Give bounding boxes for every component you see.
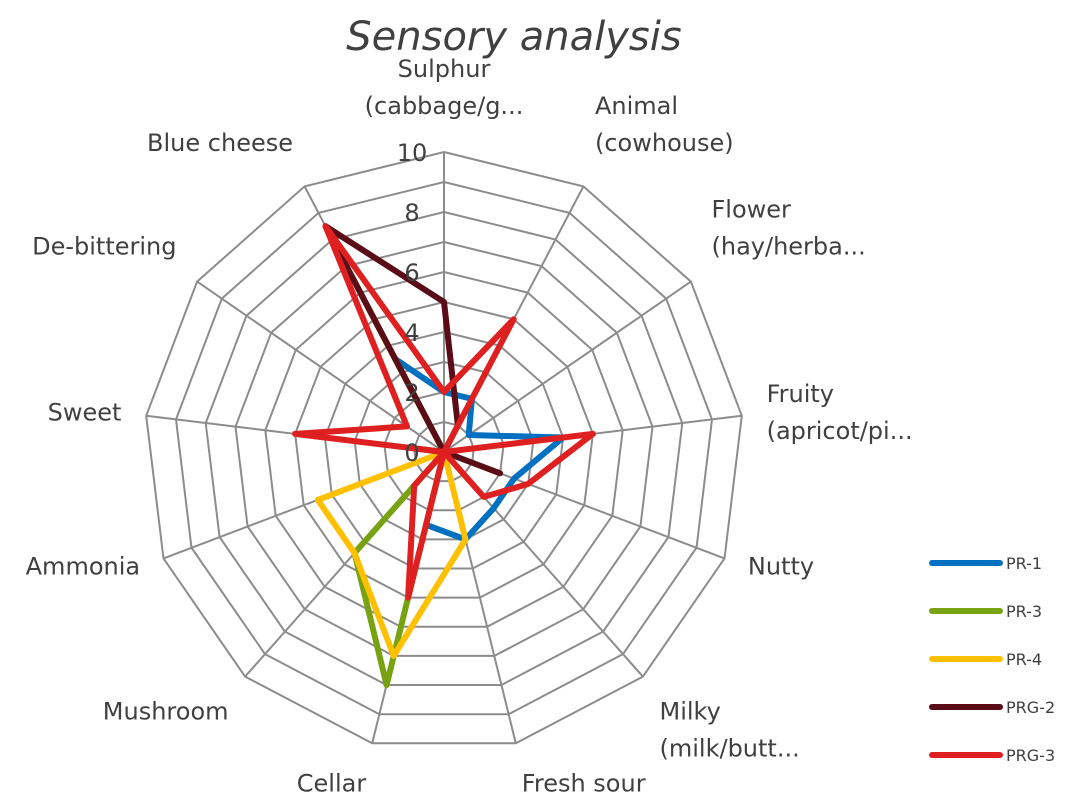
tick-labels: 0 2 4 6 8 10 xyxy=(397,139,428,467)
radial-tick-label: 10 xyxy=(397,139,428,167)
axis-labels: Sulphur (cabbage/g... Animal (cowhouse) Flow… xyxy=(26,55,913,798)
legend-label-prg-2: PRG-2 xyxy=(1006,698,1055,717)
grid-ring xyxy=(234,240,654,657)
axis-label: (apricot/pi... xyxy=(767,417,913,445)
grid-ring xyxy=(174,180,714,716)
series-pr-3-line xyxy=(343,263,447,688)
legend-label-prg-3: PRG-3 xyxy=(1006,746,1055,765)
grid-ring xyxy=(383,390,505,512)
axis-label: Flower xyxy=(712,195,792,223)
axis-label: De-bittering xyxy=(32,232,176,260)
axis-label: (hay/herba... xyxy=(712,232,866,260)
grid-ring xyxy=(145,150,743,745)
axis-label: Fruity xyxy=(767,380,834,408)
series-prg-3-line xyxy=(292,223,596,601)
chart-title: Sensory analysis xyxy=(346,14,681,60)
radial-tick-label: 8 xyxy=(404,199,419,227)
axis-label: Sulphur xyxy=(398,55,491,83)
radial-tick-label: 2 xyxy=(404,379,419,407)
axis-label: Cellar xyxy=(297,770,367,798)
axis-label: Sweet xyxy=(48,398,122,426)
axis-label: Ammonia xyxy=(26,553,140,581)
radial-tick-label: 4 xyxy=(404,319,419,347)
radial-tick-label: 0 xyxy=(404,439,419,467)
axis-label: Mushroom xyxy=(103,697,229,725)
axis-label: Nutty xyxy=(748,553,814,581)
axis-label: (milk/butt... xyxy=(660,734,800,762)
grid-ring xyxy=(264,270,624,628)
axis-label: (cowhouse) xyxy=(595,129,734,157)
grid-ring xyxy=(323,330,565,570)
radial-tick-label: 6 xyxy=(404,259,419,287)
legend-label-pr-4: PR-4 xyxy=(1006,650,1042,669)
grid-ring xyxy=(353,360,535,541)
axis-label: Animal xyxy=(595,92,678,120)
axis-label: (cabbage/g... xyxy=(365,92,524,120)
grid-ring xyxy=(294,300,594,599)
axis-spoke xyxy=(443,280,692,453)
axis-label: Blue cheese xyxy=(147,129,293,157)
axis-label: Milky xyxy=(660,697,721,725)
legend-label-pr-3: PR-3 xyxy=(1006,602,1042,621)
legend-label-pr-1: PR-1 xyxy=(1006,554,1042,573)
grid-ring xyxy=(204,210,684,686)
series-layer xyxy=(292,223,596,688)
axis-label: Fresh sour xyxy=(522,770,646,798)
